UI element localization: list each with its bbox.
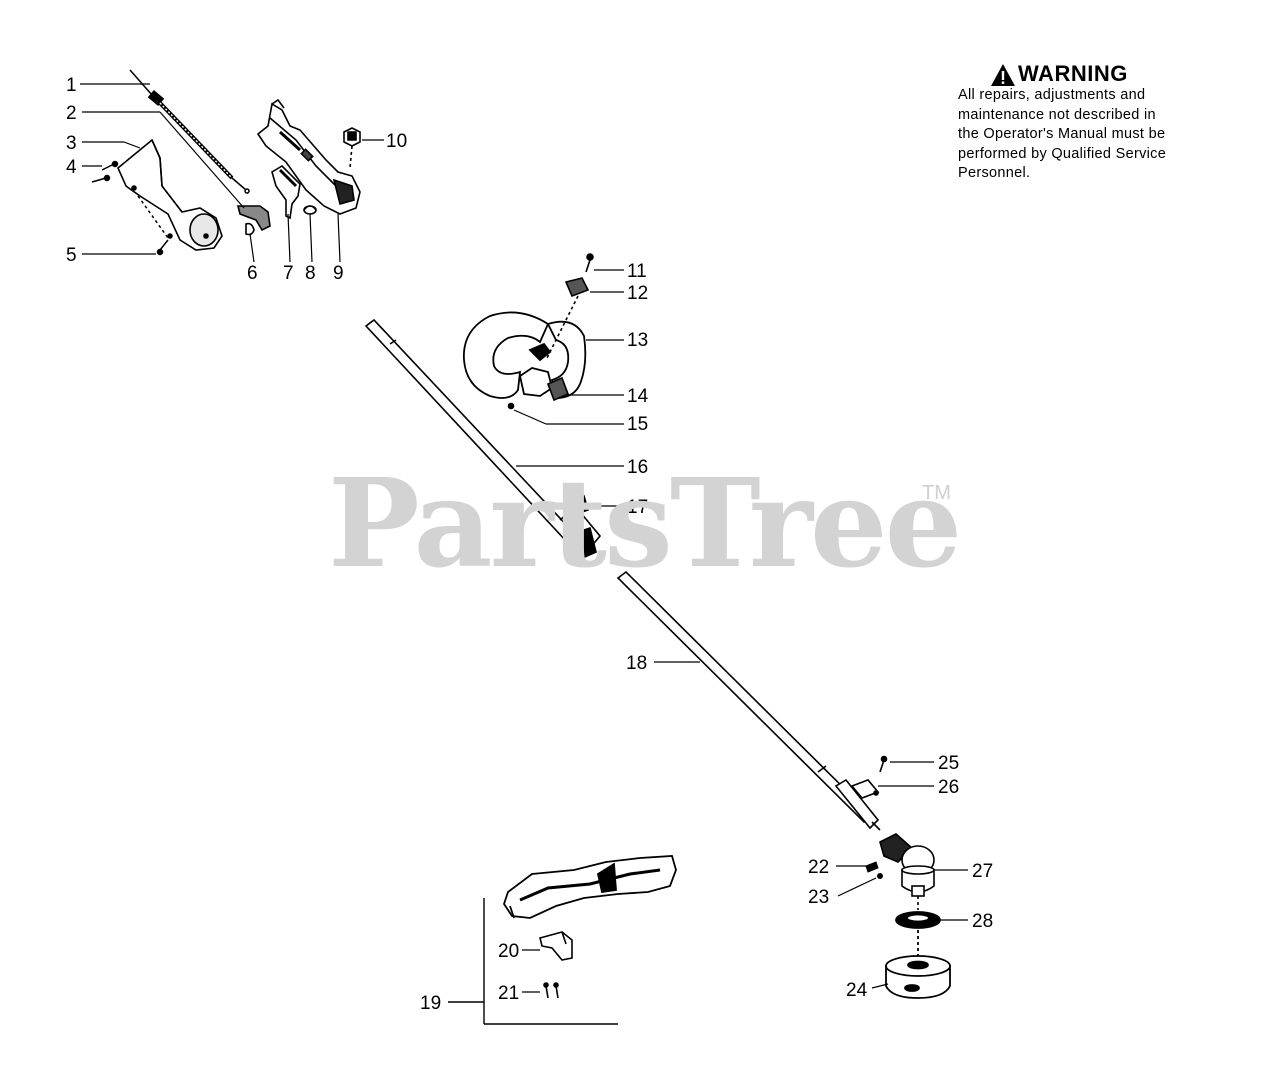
callout-11: 11 — [627, 261, 647, 282]
callout-12: 12 — [627, 283, 648, 304]
part-gear-head — [879, 833, 935, 910]
callout-1: 1 — [66, 75, 77, 96]
callout-9: 9 — [333, 263, 344, 284]
part-screws-4-5 — [91, 160, 173, 256]
part-screw-nut-22-23 — [865, 861, 883, 879]
callout-7: 7 — [283, 263, 294, 284]
callouts: 1 2 3 4 5 6 7 8 9 10 11 12 13 14 15 16 1… — [66, 75, 993, 1014]
callout-15: 15 — [627, 414, 648, 435]
callout-8: 8 — [305, 263, 316, 284]
callout-17: 17 — [627, 497, 648, 518]
callout-24: 24 — [846, 980, 868, 1001]
callout-10: 10 — [386, 131, 407, 152]
callout-6: 6 — [247, 263, 258, 284]
part-shield-bracket — [850, 755, 888, 799]
part-interlock — [236, 205, 271, 236]
warning-triangle-icon — [991, 64, 1015, 86]
callout-13: 13 — [627, 330, 648, 351]
part-guard — [503, 855, 677, 919]
callout-28: 28 — [972, 911, 993, 932]
callout-21: 21 — [498, 983, 519, 1004]
callout-25: 25 — [938, 753, 959, 774]
watermark-tm: TM — [922, 482, 951, 504]
part-washer — [895, 911, 941, 958]
warning-title: WARNING — [958, 62, 1258, 86]
kit-bracket-19 — [448, 898, 618, 1025]
part-upper-shaft — [364, 318, 602, 562]
part-trigger — [271, 164, 317, 220]
callout-3: 3 — [66, 133, 77, 154]
leader-lines — [80, 83, 968, 993]
warning-title-text: WARNING — [1018, 61, 1128, 86]
warning-line: Personnel. — [958, 165, 1031, 181]
part-lower-shaft — [616, 570, 881, 831]
callout-19: 19 — [420, 993, 441, 1014]
warning-line: maintenance not described in — [958, 106, 1156, 123]
part-cable-nut — [343, 127, 361, 169]
warning-line: the Operator's Manual must be — [958, 126, 1166, 142]
callout-4: 4 — [66, 157, 77, 178]
part-handle-cover — [117, 138, 223, 251]
part-trimmer-head — [885, 955, 951, 999]
callout-2: 2 — [66, 103, 77, 124]
callout-16: 16 — [627, 457, 648, 478]
callout-5: 5 — [66, 245, 77, 266]
part-assist-handle — [463, 311, 587, 399]
callout-22: 22 — [808, 857, 829, 878]
part-clamp-bolt — [507, 253, 594, 410]
part-throttle-cable — [129, 69, 250, 194]
warning-line: All repairs, adjustments and — [958, 87, 1146, 103]
callout-26: 26 — [938, 777, 959, 798]
part-deflector — [539, 931, 573, 961]
callout-27: 27 — [972, 861, 993, 882]
part-guard-screws — [543, 982, 559, 999]
warning-line: performed by Qualified Service — [958, 145, 1167, 162]
warning-box: WARNING All repairs, adjustments and mai… — [958, 62, 1258, 184]
watermark: PartsTree — [328, 451, 962, 595]
part-handle-housing — [256, 98, 361, 215]
callout-20: 20 — [498, 941, 519, 962]
callout-18: 18 — [626, 653, 647, 674]
callout-23: 23 — [808, 887, 829, 908]
callout-14: 14 — [627, 386, 649, 407]
